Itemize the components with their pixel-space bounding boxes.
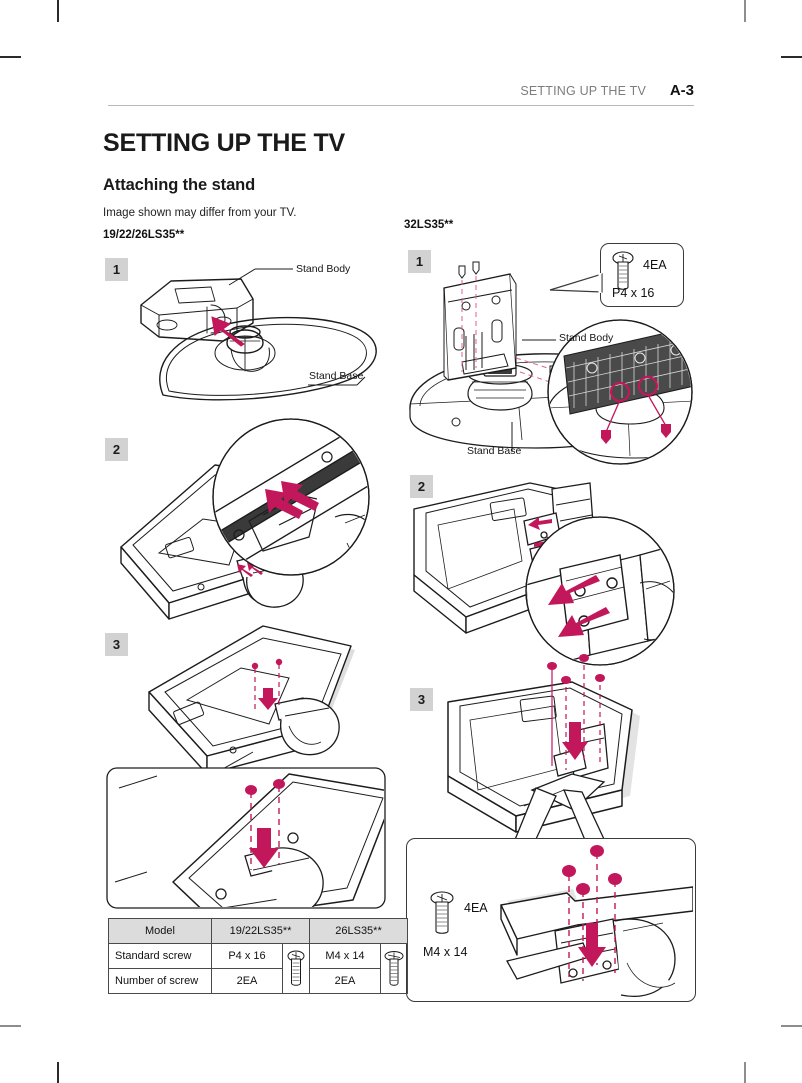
- label-stand-body-left: Stand Body: [296, 263, 351, 275]
- screw-insert-guides: [251, 658, 283, 712]
- running-title: SETTING UP THE TV: [520, 84, 646, 98]
- right-model-label: 32LS35**: [404, 219, 454, 231]
- page-header: SETTING UP THE TV A-3: [108, 82, 694, 110]
- callout-leader-top: [549, 270, 610, 296]
- screw-flat-head-icon: [380, 943, 408, 994]
- step-number: 3: [112, 637, 121, 652]
- step-number: 2: [417, 479, 426, 494]
- screw-insert-guides: [245, 779, 285, 870]
- header-rule: [108, 105, 694, 106]
- screw-callout-top: 4EA P4 x 16: [600, 243, 684, 307]
- right-instruction-column: 1: [404, 240, 696, 1002]
- figure-right-step1: [404, 240, 694, 470]
- table-header-model-2: 26LS35**: [309, 918, 408, 944]
- figure-right-step2: [404, 465, 694, 666]
- table-header-row: Model 19/22LS35** 26LS35**: [108, 918, 408, 944]
- crop-mark-top-left-vertical: [57, 0, 59, 22]
- screw-icon: [430, 891, 454, 934]
- crop-mark-bottom-left-vertical: [57, 1062, 59, 1083]
- crop-mark-top-left-horizontal: [0, 56, 21, 58]
- step-number: 1: [415, 254, 424, 269]
- figure-left-step1: [103, 245, 393, 405]
- detail-zoom-box: [106, 767, 386, 909]
- page-title: SETTING UP THE TV: [103, 129, 345, 157]
- screw-specification-table: Model 19/22LS35** 26LS35** Standard scre…: [108, 918, 408, 994]
- screw-pan-head-icon: [282, 943, 310, 994]
- crop-mark-top-right-horizontal: [781, 56, 802, 58]
- left-instruction-column: 1: [103, 245, 393, 915]
- cell-number-of-screw-col1: 2EA: [211, 968, 283, 994]
- screw-quantity-top: 4EA: [643, 258, 667, 272]
- step-badge-left-2: 2: [105, 438, 128, 461]
- crop-mark-top-right-vertical: [744, 0, 746, 22]
- screw-detail-box-bottom: 4EA M4 x 14: [406, 838, 696, 1002]
- screw-spec-top: P4 x 16: [612, 286, 655, 300]
- screw-icon: [612, 251, 634, 290]
- table-header-model: Model: [108, 918, 212, 944]
- label-stand-base-right: Stand Base: [467, 445, 522, 457]
- cell-number-of-screw-col2: 2EA: [309, 968, 381, 994]
- left-model-label: 19/22/26LS35**: [103, 229, 185, 241]
- assembly-arrow-icon: [237, 562, 263, 577]
- cell-standard-screw-col1: P4 x 16: [211, 943, 283, 969]
- row-label-number-of-screw: Number of screw: [108, 968, 212, 994]
- crop-mark-bottom-right-vertical: [744, 1062, 746, 1083]
- crop-mark-bottom-right-horizontal: [781, 1025, 802, 1027]
- screw-insert-guides: [551, 656, 601, 770]
- page-number: A-3: [669, 82, 694, 99]
- assembly-arrow-icon: [211, 316, 245, 347]
- figure-right-step3: [404, 654, 694, 855]
- figure-left-step3: [103, 620, 393, 910]
- step-badge-right-3: 3: [410, 688, 433, 711]
- section-title: Attaching the stand: [103, 176, 256, 194]
- magnifier-detail-circle: [212, 418, 370, 576]
- step-badge-left-3: 3: [105, 633, 128, 656]
- step-number: 3: [417, 692, 426, 707]
- table-row: Number of screw 2EA 2EA: [108, 968, 408, 994]
- figure-right-step3-detail: [430, 845, 693, 997]
- figure-left-step2: [103, 418, 393, 625]
- label-stand-body-right: Stand Body: [559, 332, 614, 344]
- cell-standard-screw-col2: M4 x 14: [309, 943, 381, 969]
- magnifier-detail-circle: [525, 516, 675, 666]
- assembly-arrow-icon: [265, 481, 319, 519]
- table-header-model-1: 19/22LS35**: [211, 918, 310, 944]
- disclaimer-text: Image shown may differ from your TV.: [103, 207, 297, 219]
- table-row: Standard screw P4 x 16 M4 x 14: [108, 943, 408, 994]
- step-badge-right-2: 2: [410, 475, 433, 498]
- magnifier-detail-circle: [547, 319, 693, 465]
- row-label-standard-screw: Standard screw: [108, 943, 212, 969]
- step-badge-left-1: 1: [105, 258, 128, 281]
- screw-spec-bottom: M4 x 14: [423, 945, 468, 959]
- step-badge-right-1: 1: [408, 250, 431, 273]
- step-number: 1: [112, 262, 121, 277]
- label-stand-base-left: Stand Base: [309, 370, 364, 382]
- screw-quantity-bottom: 4EA: [464, 901, 488, 915]
- crop-mark-bottom-left-horizontal: [0, 1025, 21, 1027]
- assembly-arrow-icon: [548, 575, 610, 637]
- step-number: 2: [112, 442, 121, 457]
